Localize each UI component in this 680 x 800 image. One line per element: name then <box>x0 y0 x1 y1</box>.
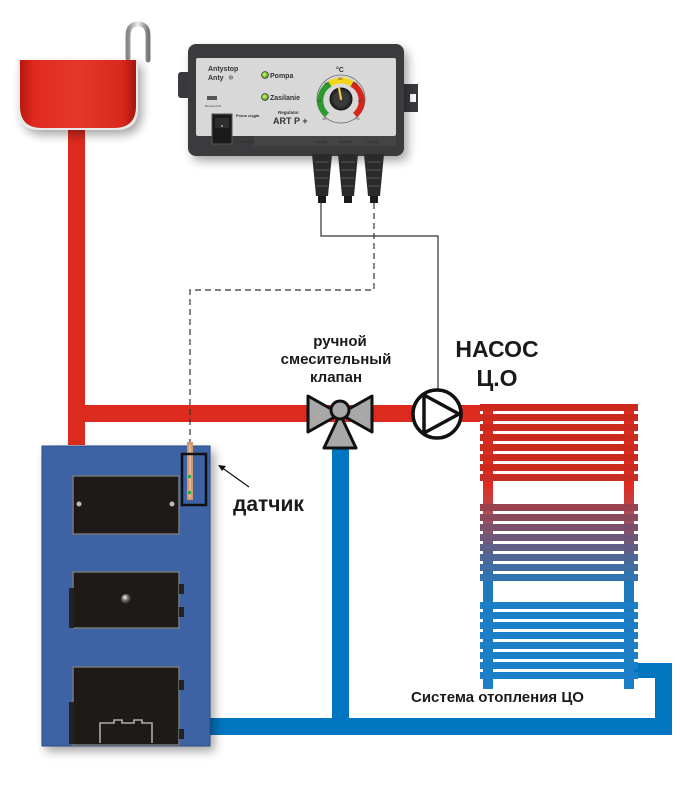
indicator-zasilanie-label: Zasilanie <box>270 95 300 102</box>
radiator-bar <box>480 404 638 411</box>
tank-hook-icon <box>125 21 151 63</box>
radiator-bar <box>480 534 638 541</box>
valve-label: ручной смесительный клапан <box>281 333 392 386</box>
output-label-czujnik: Czujnik <box>366 140 378 144</box>
radiator-bar <box>480 514 638 521</box>
radiator-bar <box>480 672 638 679</box>
snowflake-icon: ❄ <box>228 74 234 82</box>
cable-glands <box>312 154 384 203</box>
radiator-bar <box>480 504 638 511</box>
boiler <box>41 442 211 747</box>
dial-tick-45: 45 <box>338 76 343 81</box>
valve-label-line1: ручной <box>313 333 366 350</box>
hot-pipe-riser <box>68 130 85 445</box>
cold-return-pipes <box>210 440 672 735</box>
dial-tick-25: 25 <box>317 98 322 103</box>
regulator-label: Regulator <box>278 110 299 115</box>
cable-gland-pompa <box>312 154 332 196</box>
boiler-upper-door <box>72 475 180 535</box>
radiator-bar <box>480 524 638 531</box>
indicator-pompa-label: Pompa <box>270 73 293 80</box>
tank-body <box>20 60 136 128</box>
dial-tick-35: 35 <box>324 81 329 86</box>
radiator <box>480 404 638 689</box>
dial-tick-55: 55 <box>353 81 358 86</box>
radiator-bar <box>480 464 638 471</box>
sensor-highlight-box <box>180 452 208 507</box>
expansion-tank <box>18 21 151 130</box>
output-label-pompa: Pompa <box>315 140 327 144</box>
radiator-bar <box>480 622 638 629</box>
radiator-bar <box>480 414 638 421</box>
radiator-bar <box>480 652 638 659</box>
radiator-bar <box>480 602 638 609</box>
radiator-bar <box>480 642 638 649</box>
circulation-pump-icon[interactable] <box>411 388 463 440</box>
led-pompa-icon <box>261 71 269 79</box>
pump-power-wire <box>320 203 439 390</box>
dial-arc-yellow <box>328 77 354 87</box>
radiator-bar <box>480 444 638 451</box>
unit-label: °C <box>336 66 344 74</box>
dial-arc-green <box>317 81 332 118</box>
pump-label-line1: НАСОС <box>455 336 538 362</box>
radiator-bar <box>480 454 638 461</box>
pump-label: НАСОС Ц.О <box>455 336 538 391</box>
radiator-bars <box>480 404 638 679</box>
fuse-icon <box>207 96 217 100</box>
wiring <box>189 203 439 450</box>
sensor-arrow-icon <box>218 465 250 488</box>
switch-auto-label: Automat <box>237 139 254 144</box>
radiator-bar <box>480 632 638 639</box>
pump-controller: Antystop Anty ❄ Bezpiecznik Pompa Zasila… <box>178 44 418 203</box>
cable-gland-czujnik <box>364 154 384 196</box>
hot-pipe-horizontal <box>85 405 480 422</box>
cold-pipe-radiator-out <box>628 663 672 678</box>
dial-pointer <box>337 86 343 101</box>
controller-panel <box>196 58 396 136</box>
radiator-bar <box>480 554 638 561</box>
boiler-ash-door <box>72 666 180 746</box>
cold-pipe-right-riser <box>655 663 672 735</box>
dial-tick-75: 75 <box>355 116 360 121</box>
brand-line1: Antystop <box>208 66 238 73</box>
controller-bottom-strip <box>254 136 396 146</box>
radiator-bar <box>480 544 638 551</box>
output-label-zasilanie: Zasilanie <box>338 140 353 144</box>
radiator-bar <box>480 574 638 581</box>
brand-line2: Anty <box>208 75 224 82</box>
model-label: ART P + <box>273 116 308 126</box>
radiator-bar <box>480 662 638 669</box>
pump-label-line2: Ц.О <box>476 365 517 391</box>
led-zasilanie-icon <box>261 93 269 101</box>
dial-tick-15: 15 <box>322 116 327 121</box>
valve-label-line2: смесительный <box>281 351 392 368</box>
switch-mode-label: Praca ciągła <box>236 113 260 118</box>
temperature-dial[interactable]: °C 15 25 35 45 55 65 75 <box>316 66 366 124</box>
radiator-bar <box>480 564 638 571</box>
boiler-door-knob <box>121 594 131 604</box>
fuse-label: Bezpiecznik <box>205 104 222 108</box>
heating-system-label: Система отопления ЦО <box>411 689 584 706</box>
mixing-valve-icon[interactable] <box>306 394 374 450</box>
valve-label-line3: клапан <box>310 369 362 386</box>
radiator-bar <box>480 612 638 619</box>
sensor-label: датчик <box>233 493 304 516</box>
dial-arc-red <box>350 81 365 118</box>
cable-gland-zasilanie <box>338 154 358 196</box>
hot-supply-pipes <box>68 130 480 445</box>
cold-pipe-valve-drop <box>332 440 349 718</box>
radiator-bar <box>480 424 638 431</box>
dial-tick-65: 65 <box>358 98 363 103</box>
sensor-wire-dashed <box>189 203 375 450</box>
cold-pipe-bottom <box>210 718 672 735</box>
radiator-bar <box>480 474 638 481</box>
radiator-bar <box>480 434 638 441</box>
